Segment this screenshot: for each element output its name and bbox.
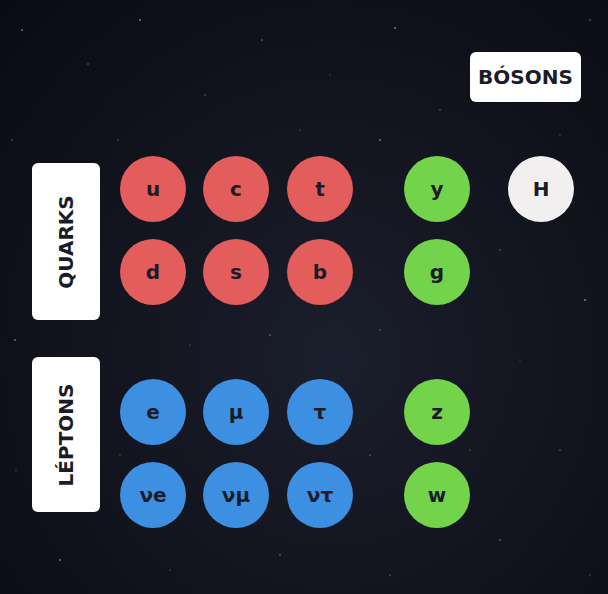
quark-circle: t bbox=[287, 156, 353, 222]
quark-circle: u bbox=[120, 156, 186, 222]
category-label: QUARKS bbox=[32, 163, 100, 320]
particle-symbol: τ bbox=[314, 402, 327, 422]
particle-symbol: H bbox=[533, 179, 550, 199]
category-name: QUARKS bbox=[56, 195, 76, 288]
quark-circle: d bbox=[120, 239, 186, 305]
quark-circle: c bbox=[203, 156, 269, 222]
boson-circle: g bbox=[404, 239, 470, 305]
particle-symbol: μ bbox=[229, 402, 244, 422]
lepton-circle: μ bbox=[203, 379, 269, 445]
lepton-circle: τ bbox=[287, 379, 353, 445]
boson-circle: y bbox=[404, 156, 470, 222]
boson-circle: w bbox=[404, 462, 470, 528]
particle-symbol: u bbox=[146, 179, 160, 199]
category-label: BÓSONS bbox=[470, 52, 581, 102]
particle-symbol: b bbox=[313, 262, 327, 282]
category-name: LÉPTONS bbox=[56, 383, 76, 486]
particle-symbol: t bbox=[315, 179, 325, 199]
particle-symbol: d bbox=[146, 262, 160, 282]
particle-symbol: c bbox=[230, 179, 242, 199]
particle-symbol: z bbox=[431, 402, 443, 422]
particle-symbol: s bbox=[230, 262, 242, 282]
category-label: LÉPTONS bbox=[32, 357, 100, 512]
particle-symbol: g bbox=[430, 262, 444, 282]
boson-circle: z bbox=[404, 379, 470, 445]
particle-symbol: νμ bbox=[222, 485, 250, 505]
lepton-circle: νμ bbox=[203, 462, 269, 528]
particle-symbol: y bbox=[430, 179, 443, 199]
particle-symbol: νe bbox=[139, 485, 166, 505]
lepton-circle: ντ bbox=[287, 462, 353, 528]
higgs-circle: H bbox=[508, 156, 574, 222]
quark-circle: b bbox=[287, 239, 353, 305]
lepton-circle: e bbox=[120, 379, 186, 445]
particle-symbol: e bbox=[146, 402, 160, 422]
particle-symbol: w bbox=[428, 485, 446, 505]
particle-symbol: ντ bbox=[307, 485, 333, 505]
category-name: BÓSONS bbox=[478, 67, 573, 87]
quark-circle: s bbox=[203, 239, 269, 305]
lepton-circle: νe bbox=[120, 462, 186, 528]
